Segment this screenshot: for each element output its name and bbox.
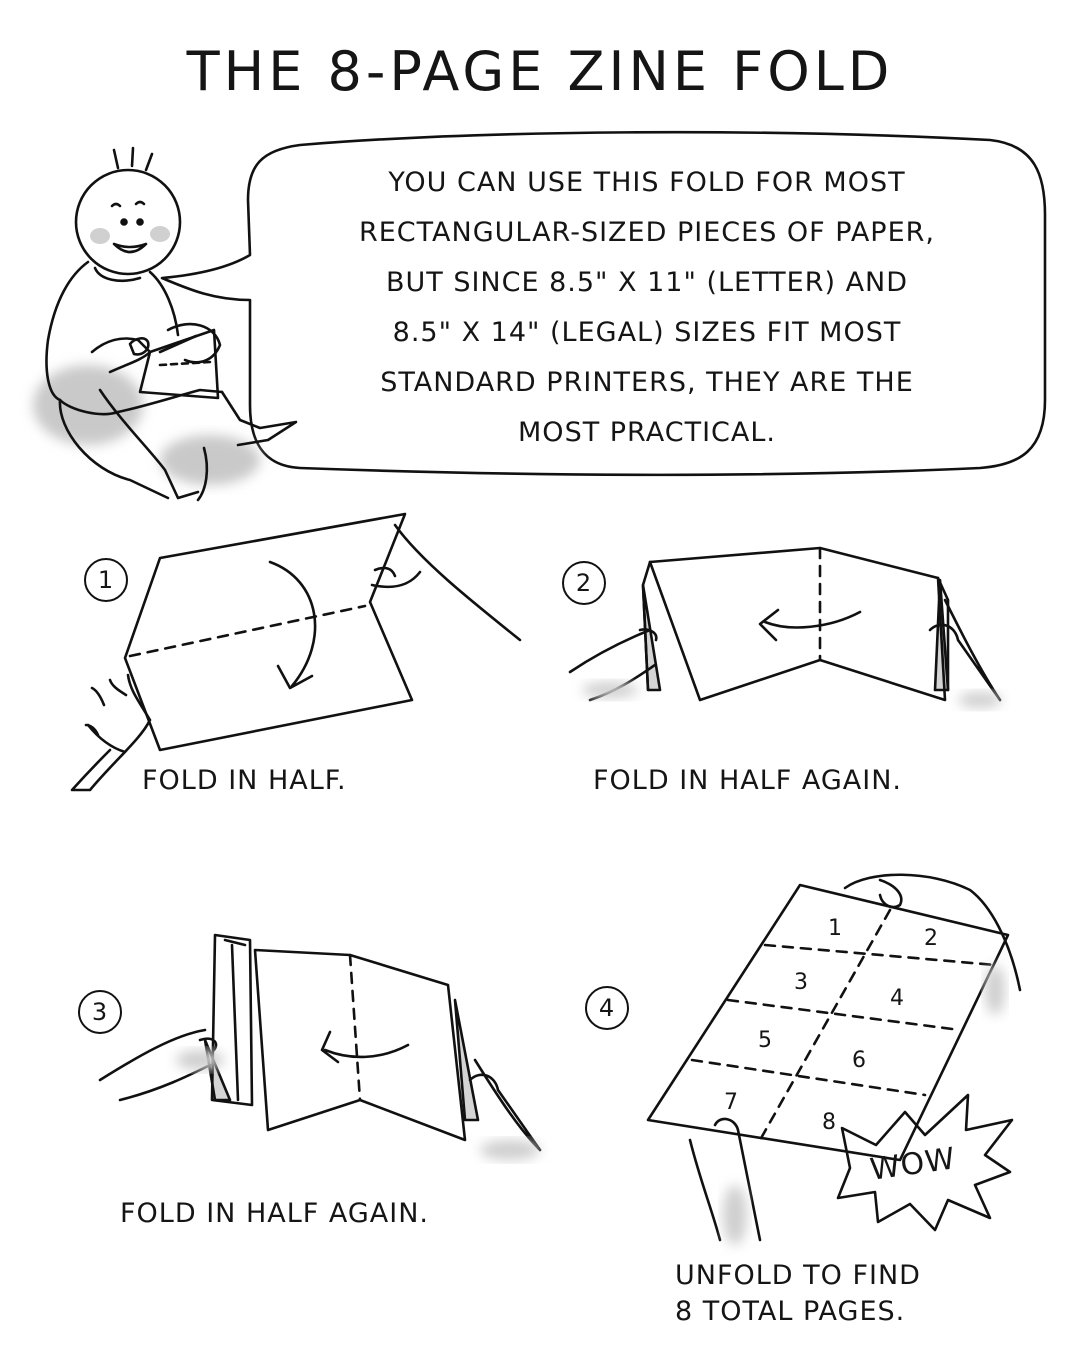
step-4-hand-bottom	[688, 1117, 762, 1242]
step-1-illustration	[70, 512, 522, 792]
step-2-hand-right	[928, 598, 1002, 702]
step-1-paper	[123, 512, 414, 752]
step-1-caption: FOLD IN HALF.	[142, 765, 347, 796]
step-4-caption-line: 8 TOTAL PAGES.	[675, 1296, 906, 1327]
step-4-caption-line: UNFOLD TO FIND	[675, 1260, 921, 1291]
step-2-paper	[648, 546, 947, 702]
speech-bubble	[160, 130, 1047, 477]
step-4-hand-top	[843, 873, 1022, 992]
step-4-number: 4	[585, 986, 629, 1030]
step-4-caption: UNFOLD TO FIND 8 TOTAL PAGES.	[675, 1258, 1015, 1330]
step-2-arrow	[758, 608, 862, 642]
step-3-paper	[253, 948, 467, 1142]
zine-page-number: 3	[794, 970, 809, 995]
speech-line: STANDARD PRINTERS, THEY ARE THE	[380, 367, 914, 398]
zine-page-number: 5	[758, 1028, 773, 1053]
step-2-number: 2	[562, 561, 606, 605]
speech-line: 8.5" x 14" (LEGAL) SIZES FIT MOST	[392, 317, 902, 348]
zine-page-number: 4	[890, 986, 905, 1011]
step-3-hand-right	[468, 1058, 542, 1152]
step-4-fold-line-3	[690, 1058, 927, 1097]
step-2-caption: FOLD IN HALF AGAIN.	[593, 765, 902, 796]
zine-page-number: 8	[822, 1110, 837, 1135]
step-1-fold-line	[128, 604, 367, 658]
step-4-fold-line-2	[726, 998, 962, 1032]
wow-burst	[836, 1093, 1014, 1232]
step-1-arrow	[268, 560, 317, 690]
speech-line: MOST PRACTICAL.	[518, 417, 776, 448]
step-4-fold-line-1	[763, 943, 997, 967]
step-4-illustration	[646, 873, 1022, 1245]
page-title: THE 8-PAGE ZINE FOLD	[186, 40, 894, 103]
step-3-number: 3	[78, 990, 122, 1034]
zine-page-number: 7	[724, 1090, 739, 1115]
zine-page-number: 6	[852, 1048, 867, 1073]
step-3-fold-line	[348, 953, 362, 1102]
step-1-number: 1	[84, 558, 128, 602]
speech-line: RECTANGULAR-SIZED PIECES OF PAPER,	[358, 217, 935, 248]
step-1-hand-left	[70, 673, 152, 792]
speech-line: BUT SINCE 8.5" x 11" (LETTER) AND	[385, 267, 909, 298]
zine-page-number: 1	[828, 916, 843, 941]
step-4-vertical-fold	[758, 908, 892, 1142]
step-3-caption: FOLD IN HALF AGAIN.	[120, 1198, 429, 1229]
step-4-paper	[646, 883, 1010, 1162]
character-figure	[33, 146, 298, 502]
speech-bubble-text: YOU CAN USE THIS FOLD FOR MOST RECTANGUL…	[262, 158, 1032, 458]
character-paper	[138, 328, 220, 400]
step-3-arrow	[320, 1030, 410, 1064]
step-2-illustration	[568, 546, 1002, 708]
character-head	[74, 168, 182, 276]
step-3-illustration	[98, 933, 542, 1160]
step-1-hand-right	[370, 523, 522, 642]
speech-line: YOU CAN USE THIS FOLD FOR MOST	[388, 167, 906, 198]
zine-page-number: 2	[924, 926, 939, 951]
